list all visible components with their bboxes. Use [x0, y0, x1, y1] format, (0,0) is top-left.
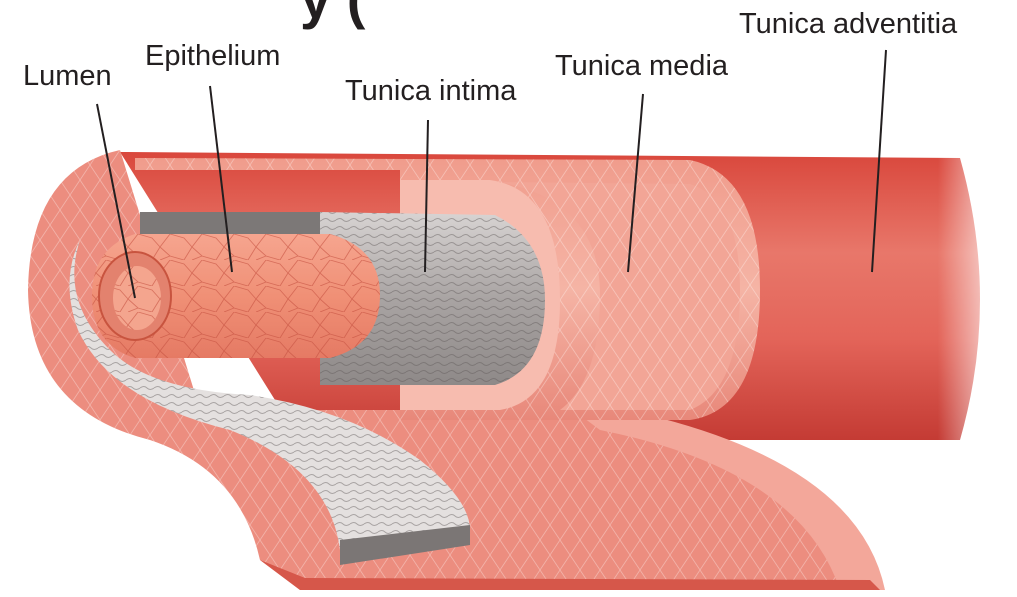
tunica-intima-label: Tunica intima [345, 75, 517, 107]
epithelium-label: Epithelium [145, 40, 280, 72]
partial-title-text: y ( [300, 0, 366, 30]
tunica-adventitia-label: Tunica adventitia [739, 8, 958, 40]
tunica-media-label: Tunica media [555, 50, 729, 82]
lumen-label: Lumen [23, 60, 112, 92]
